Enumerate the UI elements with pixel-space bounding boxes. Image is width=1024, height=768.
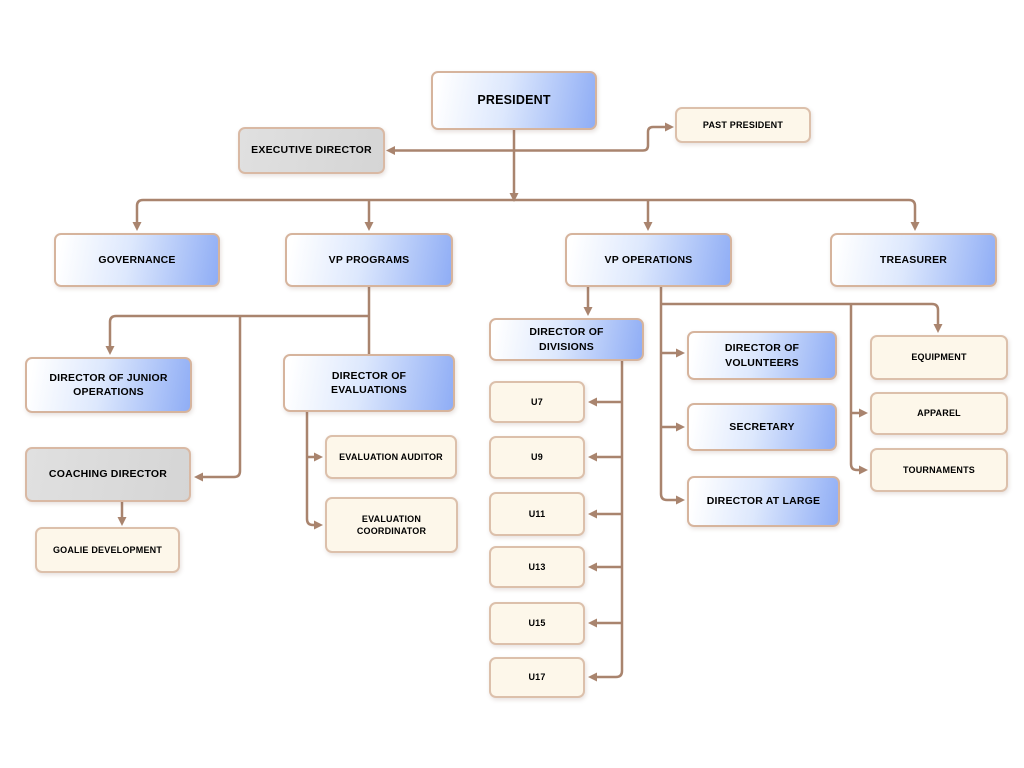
node-director-divisions-label: DIRECTOR OF DIVISIONS	[529, 326, 604, 353]
node-director-evaluations[interactable]: DIRECTOR OF EVALUATIONS	[283, 354, 455, 412]
node-u17-label: U17	[528, 672, 546, 683]
node-tournaments-label: TOURNAMENTS	[902, 464, 976, 475]
node-u11-label: U11	[528, 508, 546, 519]
node-president[interactable]: PRESIDENT	[431, 71, 597, 130]
node-u15[interactable]: U15	[489, 602, 585, 645]
node-u9[interactable]: U9	[489, 436, 585, 479]
node-secretary-label: SECRETARY	[729, 420, 795, 433]
node-u11[interactable]: U11	[489, 492, 585, 536]
node-vp-programs[interactable]: VP PROGRAMS	[285, 233, 453, 287]
node-coaching-director-label: COACHING DIRECTOR	[48, 468, 168, 481]
node-evaluation-coordinator-label: EVALUATION COORDINATOR	[356, 513, 427, 536]
node-goalie-development[interactable]: GOALIE DEVELOPMENT	[35, 527, 180, 573]
connector-divisions-trunk	[596, 361, 624, 679]
connector-branch-coaching	[202, 316, 242, 479]
node-director-junior-operations[interactable]: DIRECTOR OF JUNIOR OPERATIONS	[25, 357, 192, 413]
node-director-volunteers-label: DIRECTOR OF VOLUNTEERS	[724, 342, 800, 369]
connector-exec-past	[395, 125, 667, 152]
connector-right-column-trunk	[849, 304, 861, 472]
node-vp-programs-label: VP PROGRAMS	[328, 253, 410, 266]
node-vp-operations-label: VP OPERATIONS	[604, 253, 693, 266]
node-director-junior-operations-label: DIRECTOR OF JUNIOR OPERATIONS	[49, 371, 168, 398]
node-tournaments[interactable]: TOURNAMENTS	[870, 448, 1008, 492]
node-goalie-development-label: GOALIE DEVELOPMENT	[52, 544, 163, 555]
connector-operations-trunk	[659, 287, 678, 502]
node-u15-label: U15	[528, 618, 546, 629]
node-treasurer[interactable]: TREASURER	[830, 233, 997, 287]
node-president-label: PRESIDENT	[477, 93, 551, 108]
node-coaching-director[interactable]: COACHING DIRECTOR	[25, 447, 191, 502]
node-past-president-label: PAST PRESIDENT	[702, 119, 784, 130]
node-director-at-large-label: DIRECTOR AT LARGE	[706, 495, 821, 508]
node-director-evaluations-label: DIRECTOR OF EVALUATIONS	[331, 369, 407, 396]
node-evaluation-auditor[interactable]: EVALUATION AUDITOR	[325, 435, 457, 479]
node-evaluation-auditor-label: EVALUATION AUDITOR	[339, 451, 443, 462]
node-u13[interactable]: U13	[489, 546, 585, 588]
node-equipment[interactable]: EQUIPMENT	[870, 335, 1008, 380]
connector-branch-junior-ops	[108, 314, 369, 348]
connector-rail-equipment	[661, 302, 940, 326]
node-director-at-large[interactable]: DIRECTOR AT LARGE	[687, 476, 840, 527]
connector-main-rail	[135, 198, 917, 224]
node-secretary[interactable]: SECRETARY	[687, 403, 837, 451]
node-governance[interactable]: GOVERNANCE	[54, 233, 220, 287]
node-u7-label: U7	[531, 396, 543, 407]
node-vp-operations[interactable]: VP OPERATIONS	[565, 233, 732, 287]
node-governance-label: GOVERNANCE	[98, 253, 176, 266]
node-u7[interactable]: U7	[489, 381, 585, 423]
node-director-divisions[interactable]: DIRECTOR OF DIVISIONS	[489, 318, 644, 361]
node-u17[interactable]: U17	[489, 657, 585, 698]
node-equipment-label: EQUIPMENT	[911, 352, 967, 363]
node-u13-label: U13	[528, 561, 546, 572]
node-u9-label: U9	[531, 452, 543, 463]
node-past-president[interactable]: PAST PRESIDENT	[675, 107, 811, 143]
connector-evaluations-trunk	[305, 412, 316, 527]
node-apparel[interactable]: APPAREL	[870, 392, 1008, 435]
node-executive-director-label: EXECUTIVE DIRECTOR	[251, 144, 372, 157]
node-treasurer-label: TREASURER	[879, 253, 948, 266]
node-apparel-label: APPAREL	[917, 408, 961, 419]
node-director-volunteers[interactable]: DIRECTOR OF VOLUNTEERS	[687, 331, 837, 380]
node-evaluation-coordinator[interactable]: EVALUATION COORDINATOR	[325, 497, 458, 553]
node-executive-director[interactable]: EXECUTIVE DIRECTOR	[238, 127, 385, 174]
